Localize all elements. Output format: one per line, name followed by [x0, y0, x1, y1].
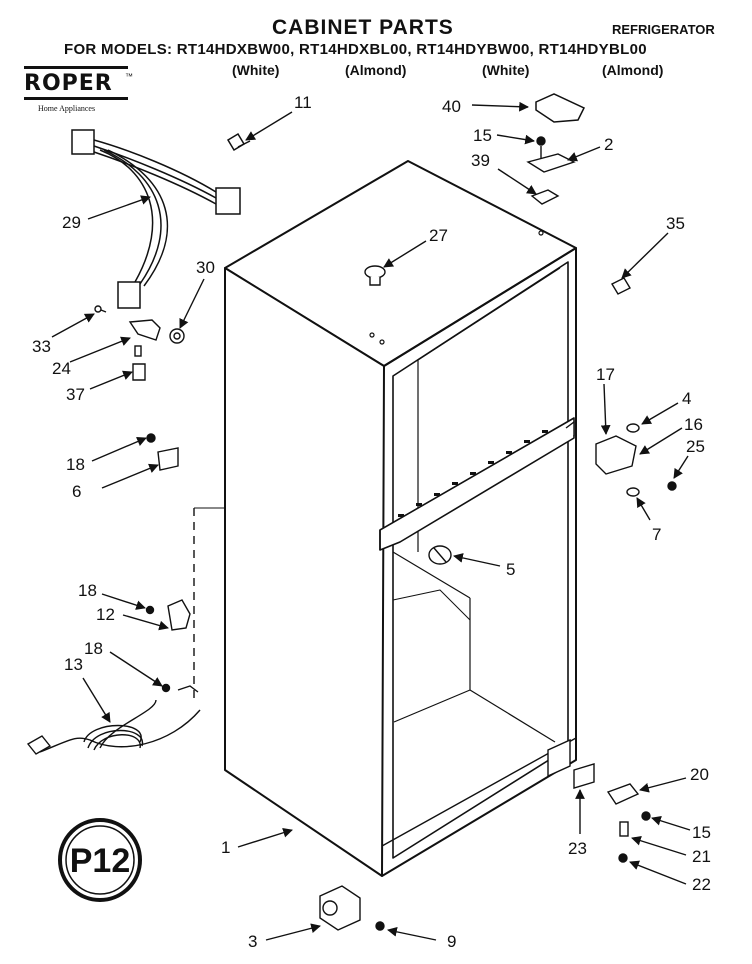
- callout-27: 27: [429, 226, 448, 245]
- callout-24: 24: [52, 359, 71, 378]
- brand-name: ROPER: [24, 71, 113, 96]
- callout-labels: 11 40 15 2 39 29 27 35 30 33 24 37 17 4 …: [32, 93, 711, 951]
- part-power-cord-13: [26, 683, 201, 755]
- callout-3: 3: [248, 932, 257, 951]
- callout-16: 16: [684, 415, 703, 434]
- callout-30: 30: [196, 258, 215, 277]
- callout-21: 21: [692, 847, 711, 866]
- callout-17: 17: [596, 365, 615, 384]
- callout-1: 1: [221, 838, 230, 857]
- callout-25: 25: [686, 437, 705, 456]
- callout-13: 13: [64, 655, 83, 674]
- part-door-stop-6: [146, 433, 179, 471]
- model-color-1: (White): [232, 62, 280, 78]
- part-hinge-center: [565, 420, 677, 497]
- callout-2: 2: [604, 135, 613, 154]
- callout-18-upper: 18: [66, 455, 85, 474]
- part-lower-hinge: [547, 738, 651, 863]
- model-color-4: (Almond): [602, 62, 664, 78]
- part-button-5: [428, 545, 452, 565]
- part-top-hinge: [526, 136, 576, 205]
- callout-15-top: 15: [473, 126, 492, 145]
- callout-18-lower: 18: [84, 639, 103, 658]
- cabinet-shell: [224, 160, 577, 877]
- callout-12: 12: [96, 605, 115, 624]
- part-plug-27: [364, 265, 386, 286]
- p12-seal: P12: [58, 818, 142, 902]
- callout-5: 5: [506, 560, 515, 579]
- callout-23: 23: [568, 839, 587, 858]
- part-hinge-cover-40: [535, 93, 586, 123]
- part-wire-harness: [71, 129, 241, 309]
- part-bracket-12: [145, 507, 225, 700]
- leader-lines: [51, 101, 691, 941]
- callout-22: 22: [692, 875, 711, 894]
- callout-33: 33: [32, 337, 51, 356]
- model-color-2: (Almond): [345, 62, 407, 78]
- page-title: CABINET PARTS: [272, 16, 454, 39]
- callout-11: 11: [294, 93, 312, 112]
- seal-text: P12: [70, 842, 131, 880]
- callout-39: 39: [471, 151, 490, 170]
- callout-40: 40: [442, 97, 461, 116]
- part-screw-11: [226, 132, 251, 152]
- callout-4: 4: [682, 389, 691, 408]
- brand-trademark: ™: [125, 72, 133, 81]
- callout-9: 9: [447, 932, 456, 951]
- mullion-slots: [398, 430, 548, 517]
- brand-logo: ROPER ™ Home Appliances: [24, 66, 134, 116]
- model-color-3: (White): [482, 62, 530, 78]
- callout-7: 7: [652, 525, 661, 544]
- part-roller-3: [319, 885, 385, 931]
- brand-tagline: Home Appliances: [38, 104, 96, 113]
- callout-20: 20: [690, 765, 709, 784]
- part-plug-35: [611, 277, 631, 295]
- callout-35: 35: [666, 214, 685, 233]
- callout-15-bottom: 15: [692, 823, 711, 842]
- callout-18-middle: 18: [78, 581, 97, 600]
- part-bracket-24-30: [94, 305, 185, 381]
- callout-29: 29: [62, 213, 81, 232]
- appliance-category: REFRIGERATOR: [612, 22, 715, 37]
- callout-37: 37: [66, 385, 85, 404]
- callout-6: 6: [72, 482, 81, 501]
- model-list: FOR MODELS: RT14HDXBW00, RT14HDXBL00, RT…: [64, 41, 647, 58]
